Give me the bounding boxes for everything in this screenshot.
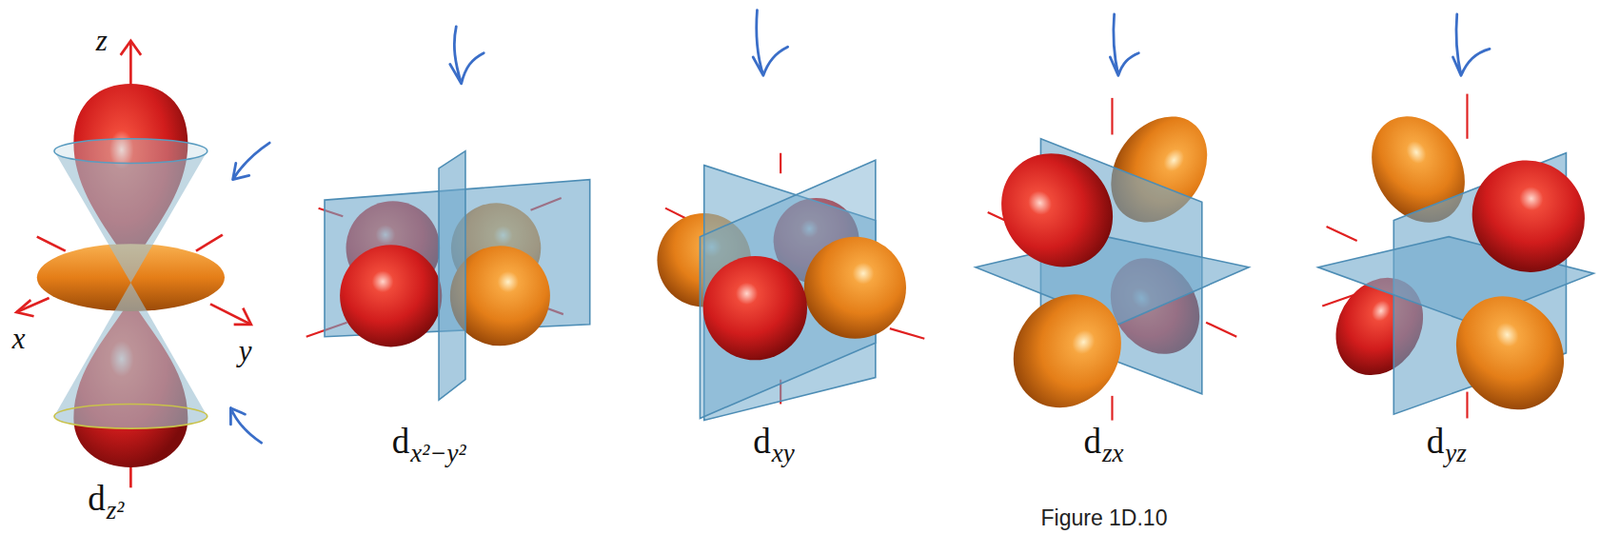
dzx-orbital (975, 98, 1249, 429)
axis-line (1205, 322, 1237, 337)
hand-arrow (1109, 14, 1139, 76)
hand-arrow (233, 142, 271, 180)
dz2-orbital (54, 138, 208, 164)
orbital-subscript: zx (1102, 438, 1125, 468)
dz2-orbital (54, 403, 208, 429)
orbital-label: dzx (1084, 422, 1125, 462)
orbital-subscript: yz (1444, 438, 1467, 468)
axis-arrow (234, 308, 252, 325)
dxy-orbital (804, 237, 907, 339)
axis-line (1110, 98, 1113, 136)
orbital-letter: d (752, 421, 771, 461)
dx2y2-orbital (339, 244, 442, 347)
orbital-letter: d (1426, 421, 1445, 461)
dz2-orbital (16, 40, 252, 488)
axis-line (1465, 392, 1468, 419)
orbital-subscript: x²−y² (410, 438, 466, 468)
orbital-letter: d (1084, 421, 1103, 461)
dxy-orbital (703, 256, 808, 360)
orbital-letter: d (392, 421, 411, 461)
axis-arrow (210, 303, 252, 324)
axis-line (129, 40, 133, 86)
hand-arrow (230, 10, 1490, 443)
axis-name: x (12, 321, 26, 356)
hand-arrow (230, 408, 261, 443)
orbital-letter: d (87, 478, 106, 518)
axis-line (129, 465, 133, 489)
axis-label: y (238, 335, 253, 368)
dz2-orbital (54, 282, 208, 429)
dzx-orbital (975, 237, 1249, 325)
axis-arrow (16, 299, 34, 317)
axis-name: z (96, 23, 108, 58)
dx2y2-orbital (438, 151, 466, 401)
dzx-orbital (991, 273, 1144, 429)
dyz-orbital (1449, 137, 1600, 296)
axis-name: y (238, 334, 253, 368)
orbital-label: dz² (87, 479, 124, 519)
orbital-subscript: xy (771, 438, 795, 468)
axis-line (1110, 395, 1113, 421)
dx2y2-orbital (306, 151, 591, 401)
axis-line (196, 235, 223, 252)
axis-line (1465, 94, 1468, 139)
orbital-label: dyz (1426, 422, 1467, 462)
axis-line (889, 328, 925, 339)
axis-label: z (96, 24, 108, 58)
axis-line (779, 153, 782, 174)
axis-line (1326, 226, 1358, 241)
hand-arrow (450, 26, 484, 84)
dyz-orbital (1318, 94, 1600, 432)
dz2-orbital (54, 151, 208, 283)
axis-line (120, 40, 141, 56)
orbital-subscript: z² (106, 495, 125, 525)
figure-caption: Figure 1D.10 (1041, 506, 1168, 531)
orbital-label: dxy (752, 422, 794, 462)
axis-label: x (12, 322, 26, 356)
dyz-orbital (1434, 275, 1586, 431)
axis-arrow (16, 297, 252, 325)
dzx-orbital (978, 130, 1136, 290)
orbital-label: dx²−y² (392, 422, 467, 462)
axis-line (37, 237, 66, 252)
hand-arrow (752, 10, 788, 77)
dxy-orbital (656, 153, 925, 421)
hand-arrow (1452, 14, 1490, 76)
axis-arrow (16, 297, 49, 313)
